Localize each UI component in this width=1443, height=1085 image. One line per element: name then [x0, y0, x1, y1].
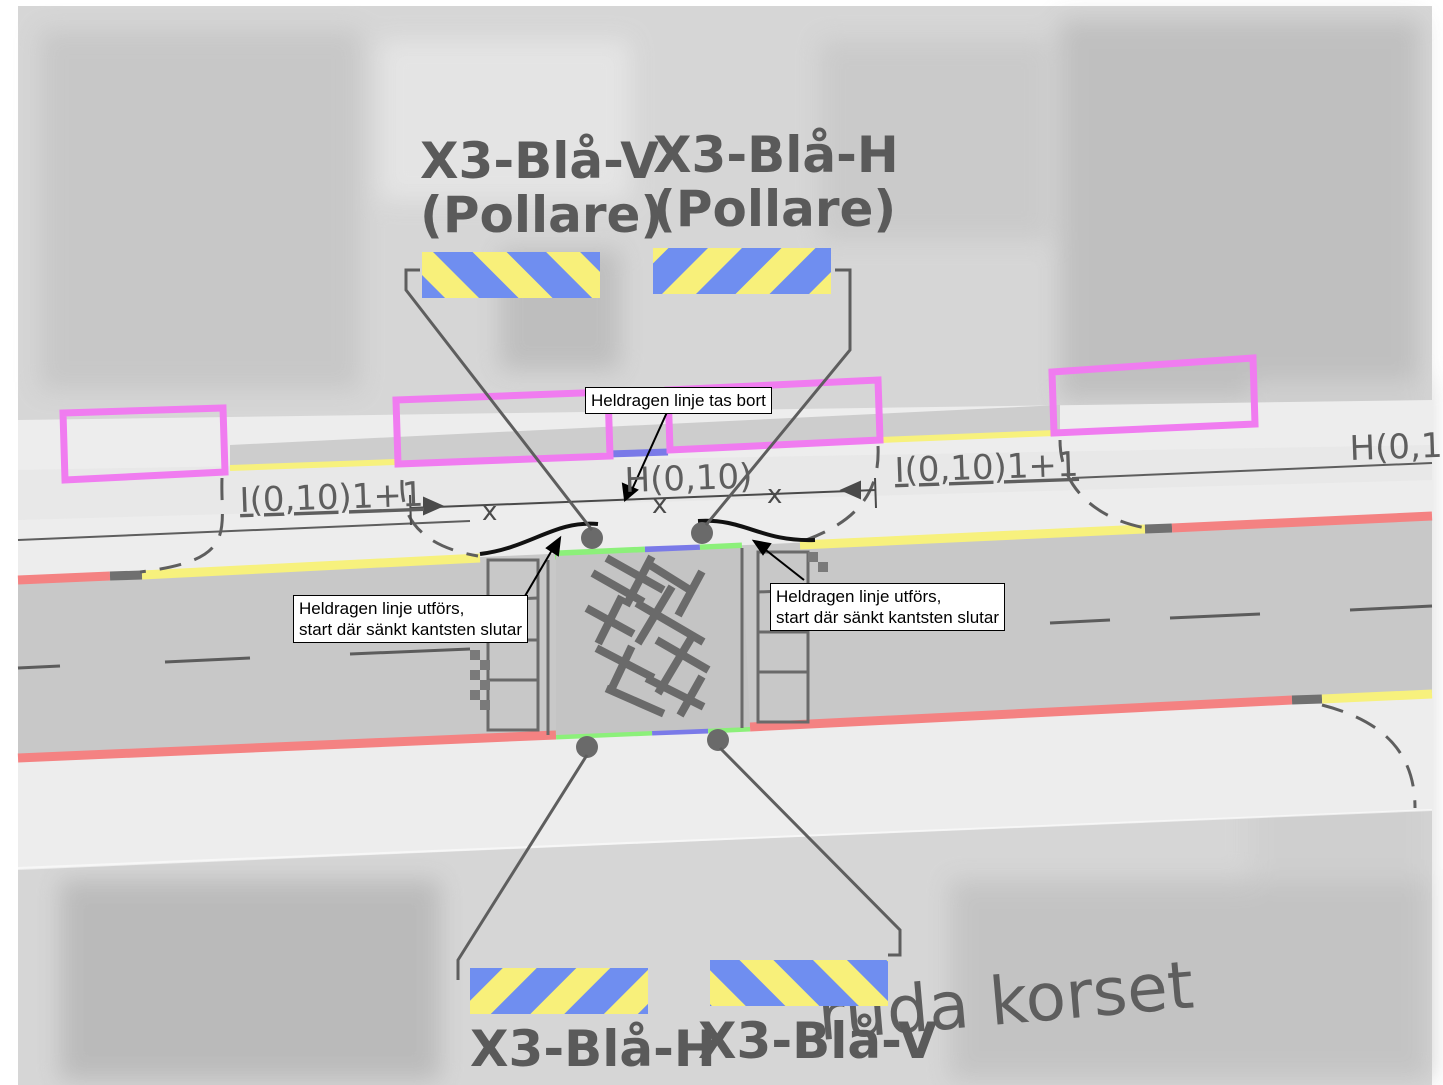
sign-top-left-code: X3-Blå-V [420, 132, 659, 190]
bollard-bottom-right [707, 729, 729, 751]
sign-top-right: X3-Blå-H (Pollare) [653, 126, 899, 294]
herringbone-pattern [584, 554, 711, 718]
parking-boxes [59, 354, 1259, 484]
marking-right: I(0,10)1+1 [894, 445, 1079, 491]
bollard-marker-top-right [653, 248, 831, 294]
upper-curb [17, 511, 1433, 585]
tactile-strips [486, 548, 810, 735]
bollard-marker-bottom-left [470, 968, 648, 1014]
callout-new-line-left: Heldragen linje utförs, start där sänkt … [293, 595, 528, 643]
callout-arrows [524, 409, 805, 597]
sign-bottom-right: X3-Blå-V [698, 960, 937, 1070]
sign-top-right-type: (Pollare) [653, 180, 896, 238]
bollard-marker-bottom-right [710, 960, 888, 1006]
parking-box-4 [1048, 354, 1259, 437]
new-solid-lines [479, 518, 816, 556]
callout-new-line-right: Heldragen linje utförs, start där sänkt … [770, 583, 1005, 631]
sign-top-left-type: (Pollare) [420, 186, 663, 244]
marking-far-right: H(0,1 [1349, 426, 1443, 469]
sign-top-right-code: X3-Blå-H [653, 126, 899, 184]
parking-box-2 [392, 388, 614, 468]
sign-bottom-left-code: X3-Blå-H [470, 1020, 716, 1078]
bollard-marker-top-left [422, 252, 600, 298]
center-dashes [17, 604, 1433, 670]
bollards [576, 522, 729, 758]
bollard-top-right [691, 522, 713, 544]
parking-box-1 [59, 404, 229, 484]
sign-top-left: X3-Blå-V (Pollare) [420, 132, 663, 298]
dimension-mark-3: x [767, 480, 782, 510]
callout-right-line1: Heldragen linje utförs, [776, 587, 942, 606]
bollard-bottom-left [576, 736, 598, 758]
callout-left-line1: Heldragen linje utförs, [299, 599, 465, 618]
bollard-top-left [581, 527, 603, 549]
callout-left-line2: start där sänkt kantsten slutar [299, 620, 522, 639]
parking-box-3 [664, 376, 884, 454]
marking-center: H(0,10) [624, 457, 753, 501]
dimension-mark-1: x [482, 497, 497, 527]
sign-leaders [404, 268, 902, 980]
dimension-line [409, 477, 877, 526]
marking-left: I(0,10)1+1 [239, 475, 424, 521]
dashed-corners [139, 439, 1417, 809]
raised-crossing [556, 548, 750, 735]
callout-remove-line-text: Heldragen linje tas bort [591, 391, 766, 410]
sign-bottom-right-code: X3-Blå-V [698, 1012, 937, 1070]
sign-bottom-left: X3-Blå-H [470, 968, 716, 1078]
dimension-mark-2: x [652, 490, 667, 520]
callout-right-line2: start där sänkt kantsten slutar [776, 608, 999, 627]
callout-remove-line: Heldragen linje tas bort [585, 387, 772, 414]
